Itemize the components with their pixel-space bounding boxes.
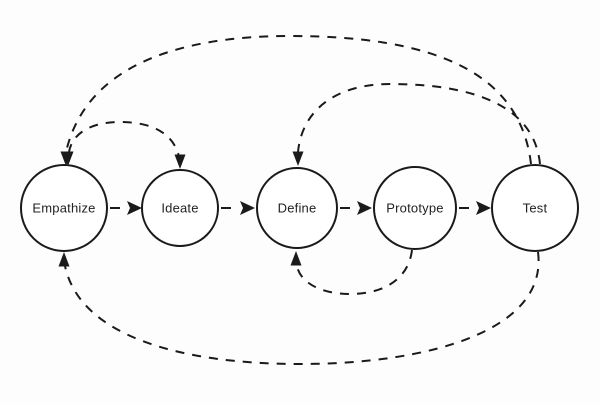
node-circle[interactable]	[141, 169, 219, 247]
node-label: Empathize	[32, 200, 95, 215]
arrow-head-icon	[58, 252, 70, 267]
arrow-head-icon	[292, 151, 304, 166]
arrow-head-icon	[240, 201, 255, 215]
node-ideate[interactable]: Ideate	[141, 169, 219, 247]
feedback-arc-path	[68, 120, 181, 163]
node-label: Test	[523, 200, 548, 215]
node-circle[interactable]	[256, 167, 338, 249]
connector-define-to-prototype	[340, 201, 372, 215]
feedback-arc-prototype-to-define-bottom	[290, 249, 413, 296]
node-define[interactable]: Define	[256, 167, 338, 249]
node-circle[interactable]	[373, 166, 457, 250]
connector-prototype-to-test	[459, 201, 491, 215]
feedback-arc-path	[297, 82, 541, 165]
arrow-head-icon	[62, 151, 74, 166]
arrow-head-icon	[357, 201, 372, 215]
feedback-arc-path	[296, 249, 413, 296]
feedback-arc-path	[64, 251, 540, 366]
connector-empathize-to-ideate	[110, 201, 142, 215]
node-test[interactable]: Test	[491, 164, 579, 252]
node-empathize[interactable]: Empathize	[20, 164, 108, 252]
arrow-head-icon	[476, 201, 491, 215]
node-label: Define	[278, 200, 317, 215]
arrow-head-icon	[174, 154, 186, 169]
arrow-head-icon	[290, 251, 302, 266]
arrow-head-icon	[127, 201, 142, 215]
feedback-arc-test-to-empathize-bottom	[58, 251, 540, 366]
feedback-arc-test-to-define-top	[292, 82, 541, 166]
node-circle[interactable]	[20, 164, 108, 252]
feedback-arc-ideate-to-empathize-top	[62, 120, 186, 169]
node-label: Ideate	[161, 200, 198, 215]
feedback-arc-path	[65, 34, 532, 165]
feedback-arc-test-to-empathize-top	[60, 34, 532, 166]
connector-ideate-to-define	[221, 201, 255, 215]
node-prototype[interactable]: Prototype	[373, 166, 457, 250]
node-circle[interactable]	[491, 164, 579, 252]
node-label: Prototype	[386, 200, 443, 215]
